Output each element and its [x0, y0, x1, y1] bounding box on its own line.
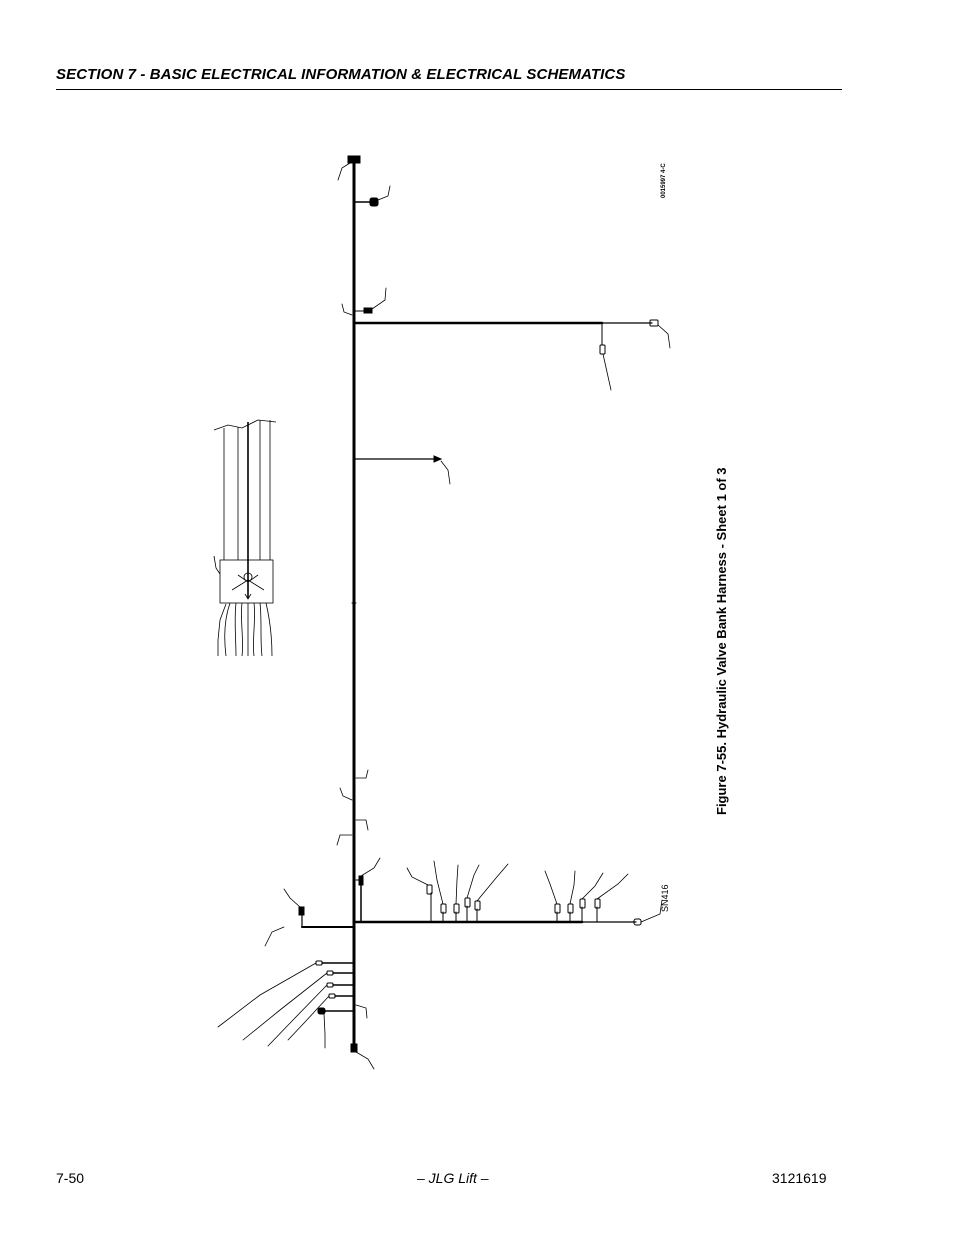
- connector-top: [347, 155, 361, 164]
- section-header: SECTION 7 - BASIC ELECTRICAL INFORMATION…: [56, 66, 626, 83]
- page-number: 7-50: [56, 1170, 85, 1186]
- cable-detail-inset: [213, 419, 277, 657]
- drawing-number: 0015997 4-C: [661, 163, 667, 198]
- figure-caption: Figure 7-55. Hydraulic Valve Bank Harnes…: [714, 467, 729, 815]
- serial-label: SN416: [660, 884, 670, 912]
- publisher-footer: – JLG Lift –: [417, 1170, 489, 1186]
- header-divider: [56, 89, 842, 90]
- document-number: 3121619: [772, 1170, 827, 1186]
